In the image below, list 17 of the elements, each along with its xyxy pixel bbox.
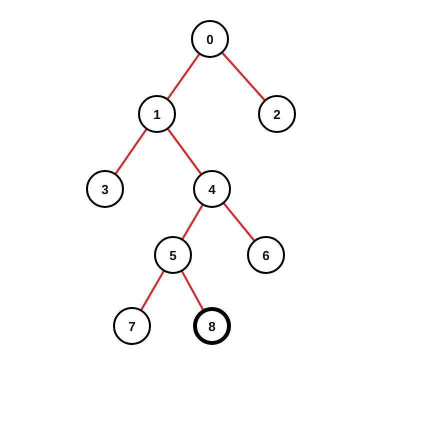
tree-node: 3 [86, 170, 124, 208]
tree-edge [166, 53, 200, 100]
tree-edge [180, 270, 205, 312]
tree-node: 7 [113, 307, 151, 345]
highlighted-tree-node: 8 [193, 307, 231, 345]
tree-edge [181, 204, 204, 240]
tree-node: 6 [247, 236, 285, 274]
tree-node: 2 [258, 95, 296, 133]
tree-edge [114, 128, 148, 175]
tree-node: 4 [193, 170, 231, 208]
tree-node: 0 [191, 20, 229, 58]
tree-edge [222, 202, 256, 242]
tree-node: 5 [154, 236, 192, 274]
tree-node: 1 [138, 95, 176, 133]
tree-edge [166, 128, 202, 176]
tree-edge [221, 52, 266, 102]
tree-edge [140, 270, 165, 311]
